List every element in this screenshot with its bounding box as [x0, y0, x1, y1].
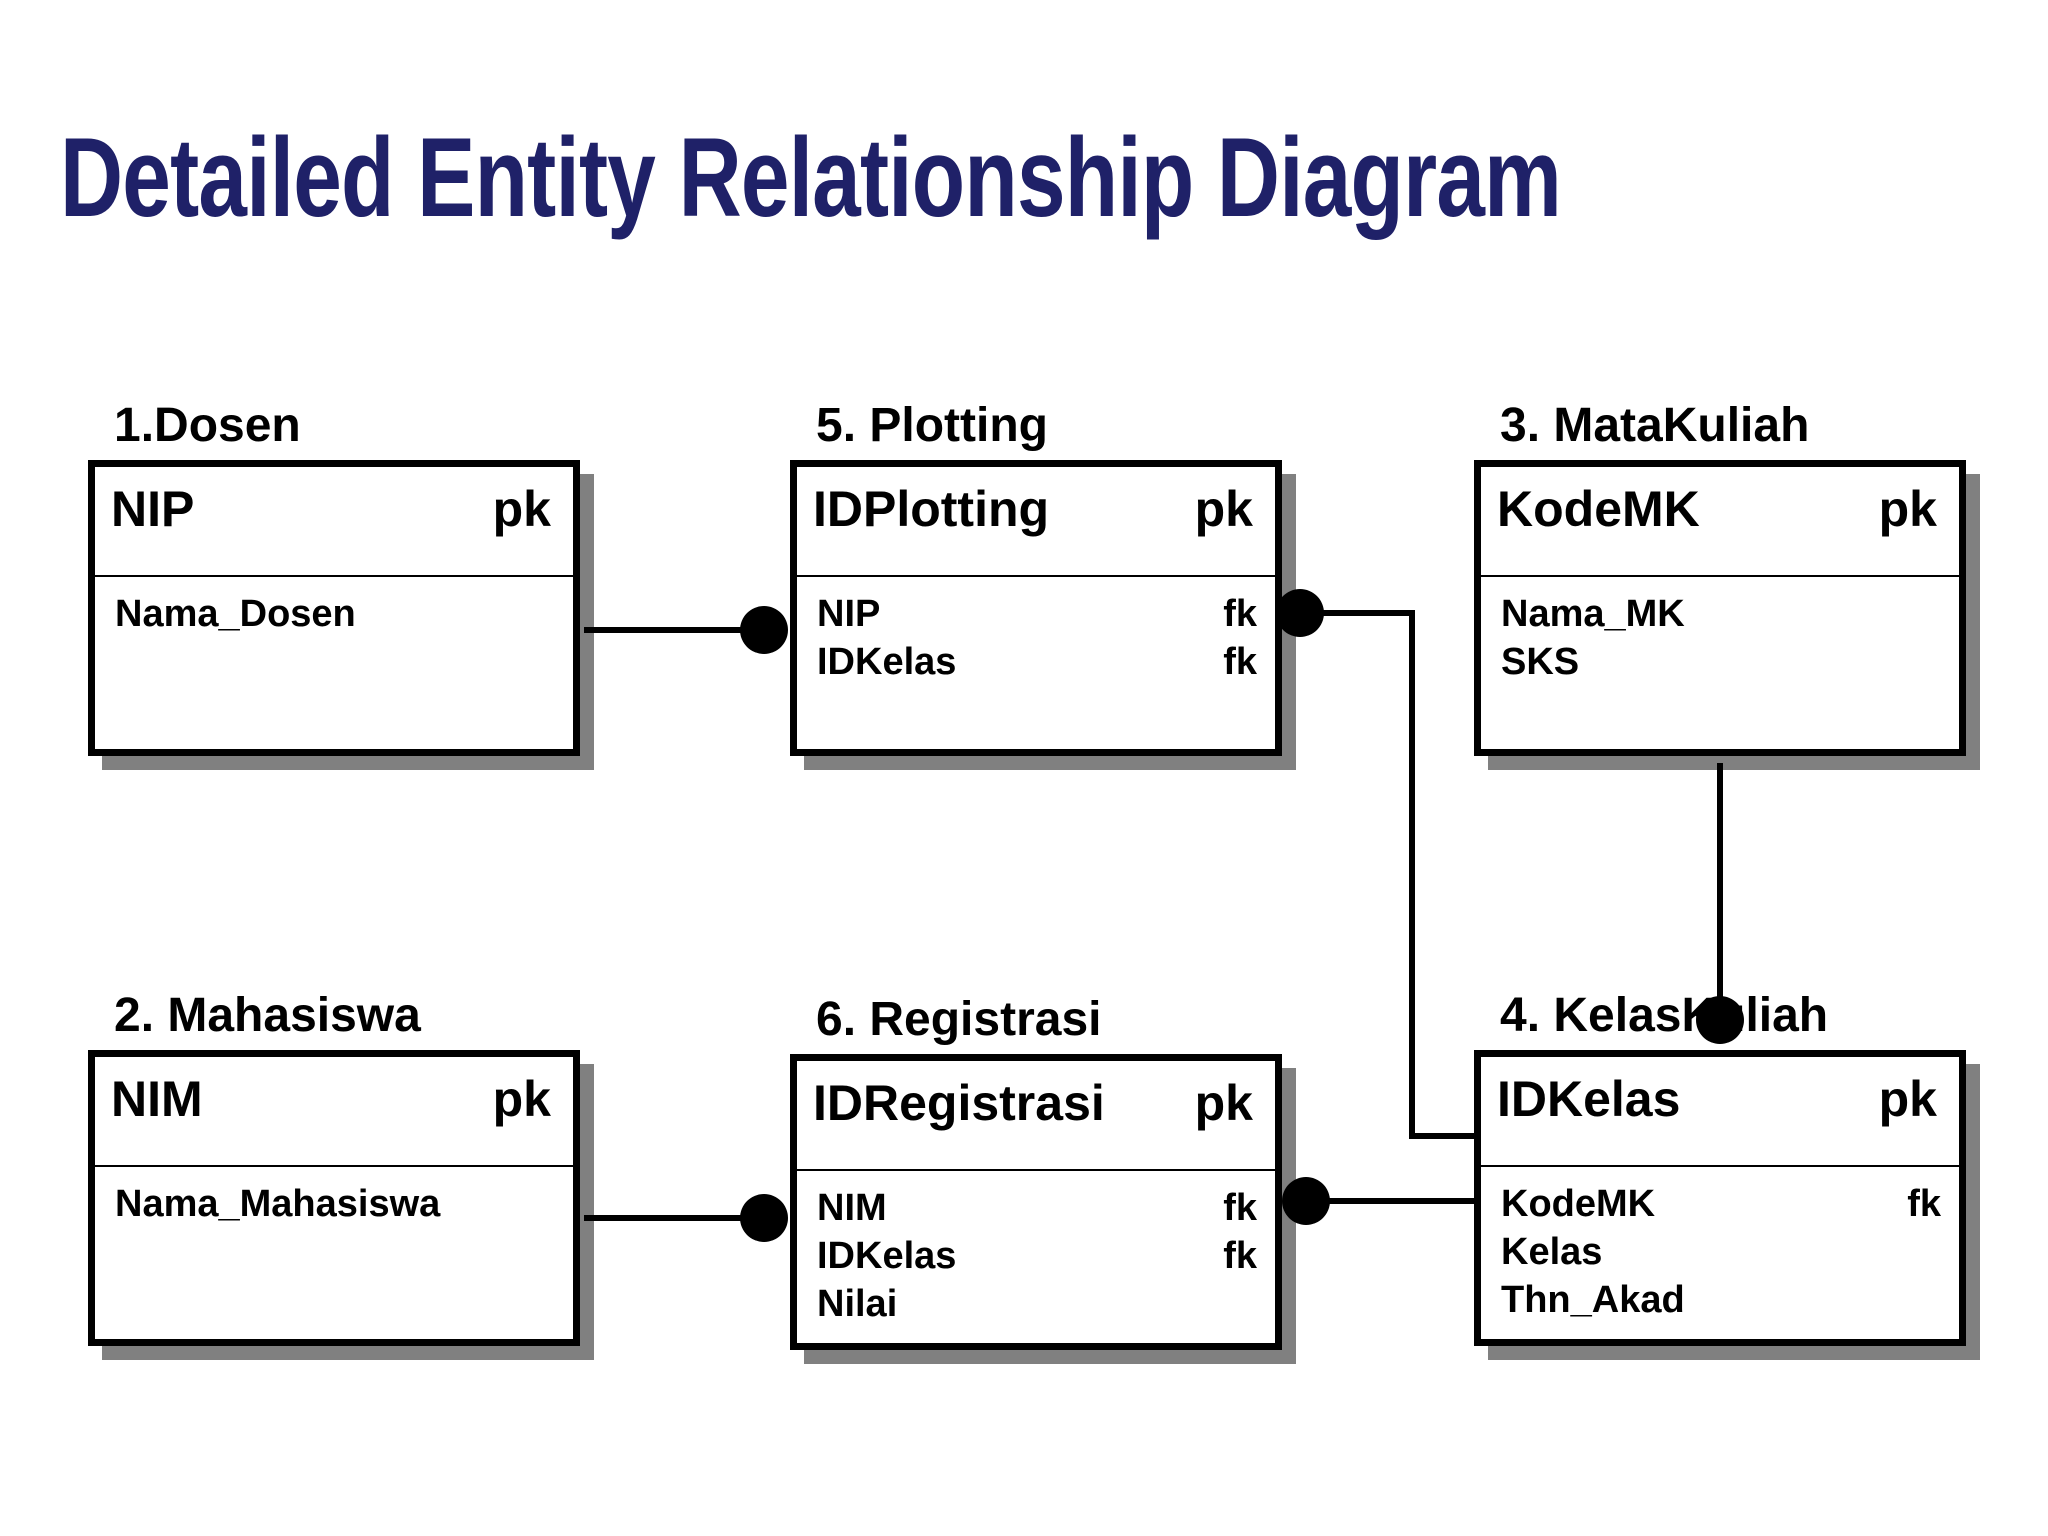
attribute-name: IDKelas — [817, 1235, 957, 1277]
entity-matakuliah: 3. MataKuliah KodeMK pk Nama_MK SKS — [1474, 399, 1980, 770]
attribute-list: KodeMK fk Kelas Thn_Akad — [1497, 1180, 1941, 1324]
attribute-row: SKS — [1497, 638, 1941, 686]
primary-key-label: pk — [1878, 1071, 1937, 1127]
many-end-dot — [1282, 1177, 1330, 1225]
attribute-row: Nama_Mahasiswa — [111, 1180, 555, 1228]
entity-name: 4. KelasKuliah — [1500, 989, 1829, 1042]
primary-key-name: KodeMK — [1497, 481, 1700, 537]
primary-key-label: pk — [492, 481, 551, 537]
attribute-row: Nama_Dosen — [111, 590, 555, 638]
foreign-key-label: fk — [1223, 1235, 1257, 1277]
attribute-row: Kelas — [1497, 1228, 1941, 1276]
primary-key-label: pk — [492, 1071, 551, 1127]
entity-box: IDPlotting pk NIP fk IDKelas fk — [790, 460, 1282, 756]
entity-box: NIP pk Nama_Dosen — [88, 460, 580, 756]
entity-box: NIM pk Nama_Mahasiswa — [88, 1050, 580, 1346]
attribute-list: NIM fk IDKelas fk Nilai — [813, 1184, 1257, 1328]
primary-key-label: pk — [1194, 1075, 1253, 1131]
primary-key-name: IDPlotting — [813, 481, 1050, 537]
many-end-dot — [1276, 589, 1324, 637]
entity-dosen: 1.Dosen NIP pk Nama_Dosen — [88, 399, 594, 770]
entity-kelaskuliah: 4. KelasKuliah IDKelas pk KodeMK fk Kela… — [1474, 989, 1980, 1360]
attribute-list: NIP fk IDKelas fk — [813, 590, 1257, 686]
attribute-list: Nama_Mahasiswa — [111, 1180, 555, 1228]
primary-key-label: pk — [1878, 481, 1937, 537]
attribute-row: IDKelas fk — [813, 638, 1257, 686]
entity-box: KodeMK pk Nama_MK SKS — [1474, 460, 1966, 756]
foreign-key-label: fk — [1223, 593, 1257, 635]
attribute-row: NIP fk — [813, 590, 1257, 638]
attribute-name: Thn_Akad — [1501, 1279, 1685, 1321]
entity-mahasiswa: 2. Mahasiswa NIM pk Nama_Mahasiswa — [88, 989, 594, 1360]
relationship-line-kelaskuliah-plotting — [1300, 610, 1474, 1139]
many-end-dot — [740, 1194, 788, 1242]
primary-key-row: NIM pk — [95, 1057, 573, 1167]
primary-key-label: pk — [1194, 481, 1253, 537]
attribute-name: Nama_MK — [1501, 593, 1685, 635]
attribute-row: KodeMK fk — [1497, 1180, 1941, 1228]
attribute-row: NIM fk — [813, 1184, 1257, 1232]
entity-name: 2. Mahasiswa — [114, 989, 421, 1042]
primary-key-name: NIP — [111, 481, 195, 537]
entity-box: IDRegistrasi pk NIM fk IDKelas fk Nilai — [790, 1054, 1282, 1350]
primary-key-name: IDRegistrasi — [813, 1075, 1105, 1131]
foreign-key-label: fk — [1223, 1187, 1257, 1229]
attribute-row: Nilai — [813, 1280, 1257, 1328]
entity-registrasi: 6. Registrasi IDRegistrasi pk NIM fk IDK… — [790, 993, 1296, 1364]
attribute-name: Nilai — [817, 1283, 898, 1325]
primary-key-row: IDRegistrasi pk — [797, 1061, 1275, 1171]
foreign-key-label: fk — [1907, 1183, 1941, 1225]
primary-key-name: NIM — [111, 1071, 203, 1127]
attribute-row: Nama_MK — [1497, 590, 1941, 638]
entity-box: IDKelas pk KodeMK fk Kelas Thn_Akad — [1474, 1050, 1966, 1346]
attribute-name: Nama_Mahasiswa — [115, 1183, 441, 1225]
attribute-name: SKS — [1501, 641, 1580, 683]
attribute-list: Nama_MK SKS — [1497, 590, 1941, 686]
many-end-dot — [740, 606, 788, 654]
attribute-list: Nama_Dosen — [111, 590, 555, 638]
attribute-name: Kelas — [1501, 1231, 1603, 1273]
many-end-dot — [1696, 996, 1744, 1044]
entity-name: 1.Dosen — [114, 399, 301, 452]
attribute-name: Nama_Dosen — [115, 593, 356, 635]
primary-key-row: KodeMK pk — [1481, 467, 1959, 577]
entity-name: 5. Plotting — [816, 399, 1048, 452]
attribute-row: IDKelas fk — [813, 1232, 1257, 1280]
attribute-row: Thn_Akad — [1497, 1276, 1941, 1324]
primary-key-row: IDKelas pk — [1481, 1057, 1959, 1167]
primary-key-name: IDKelas — [1497, 1071, 1681, 1127]
primary-key-row: IDPlotting pk — [797, 467, 1275, 577]
entity-plotting: 5. Plotting IDPlotting pk NIP fk IDKelas… — [790, 399, 1296, 770]
primary-key-row: NIP pk — [95, 467, 573, 577]
entity-name: 6. Registrasi — [816, 993, 1102, 1046]
entity-name: 3. MataKuliah — [1500, 399, 1810, 452]
attribute-name: NIP — [817, 593, 881, 635]
attribute-name: KodeMK — [1501, 1183, 1656, 1225]
attribute-name: NIM — [817, 1187, 887, 1229]
attribute-name: IDKelas — [817, 641, 957, 683]
foreign-key-label: fk — [1223, 641, 1257, 683]
